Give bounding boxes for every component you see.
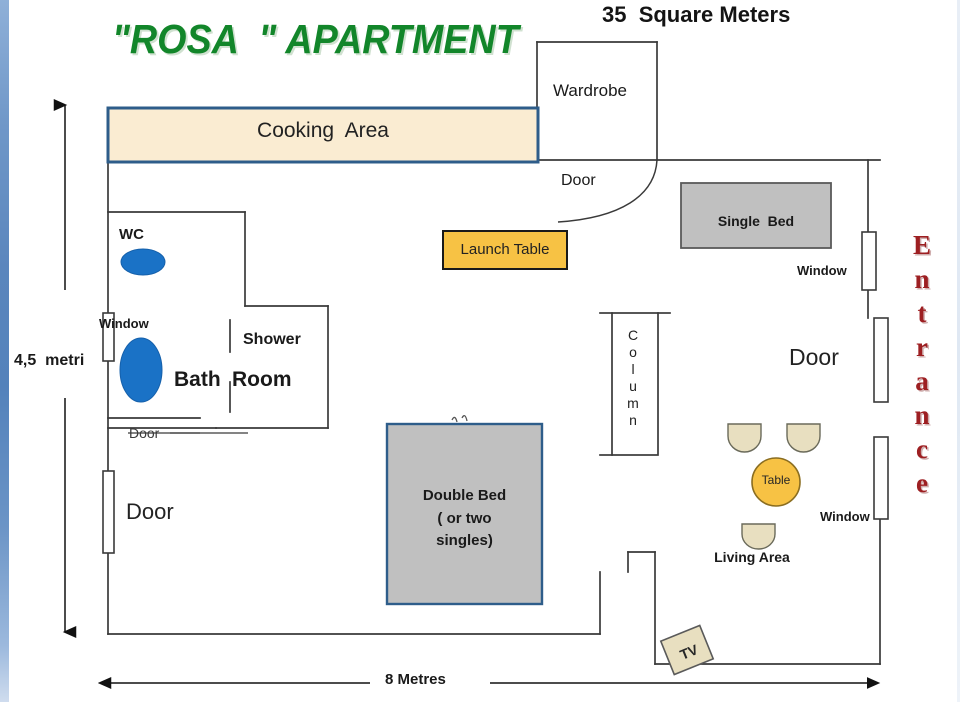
page-title: "ROSA " APARTMENT bbox=[112, 16, 519, 62]
living-table-circle bbox=[751, 457, 801, 507]
right-edge-strip bbox=[957, 0, 960, 702]
double-bed-box bbox=[385, 422, 544, 606]
wc-label: WC bbox=[119, 226, 144, 243]
door-opening-entrance bbox=[873, 317, 889, 403]
shower-label: Shower bbox=[243, 331, 301, 348]
chair-top-left bbox=[727, 423, 762, 453]
dimension-horizontal-label: 8 Metres bbox=[385, 671, 446, 688]
dimension-vertical-label: 4,5 metri bbox=[14, 352, 85, 369]
entrance-door-label: Door bbox=[789, 344, 839, 370]
chair-top-right bbox=[786, 423, 821, 453]
launch-table-label: Launch Table bbox=[460, 241, 550, 258]
window-bedroom-right bbox=[861, 231, 877, 291]
window-living-right bbox=[873, 436, 889, 520]
window-bathroom-label: Window bbox=[99, 316, 149, 331]
wardrobe-label: Wardrobe bbox=[553, 81, 628, 100]
wc-toilet-fixture bbox=[120, 248, 166, 276]
double-bed-pillow-marks bbox=[451, 414, 468, 423]
cooking-area-box bbox=[106, 106, 540, 164]
door-swing-arc bbox=[557, 159, 658, 223]
living-table-label: Table bbox=[761, 473, 791, 487]
single-bed-box bbox=[680, 182, 832, 249]
wardrobe-door-label: Door bbox=[561, 172, 596, 189]
column-box bbox=[611, 312, 659, 456]
door-opening-left bbox=[102, 470, 115, 554]
launch-table-box bbox=[442, 230, 568, 270]
window-bathroom bbox=[102, 312, 115, 362]
room-label: Room bbox=[232, 368, 292, 391]
bath-door-label: Door bbox=[129, 425, 160, 441]
window-living-label: Window bbox=[820, 509, 870, 524]
bath-label: Bath bbox=[174, 368, 221, 391]
left-accent-strip bbox=[0, 0, 9, 702]
main-door-left-label: Door bbox=[126, 499, 174, 524]
chair-bottom bbox=[741, 523, 776, 550]
area-note: 35 Square Meters bbox=[602, 2, 791, 27]
bathtub-fixture bbox=[119, 337, 163, 403]
single-bed-label: Single Bed bbox=[717, 213, 795, 229]
window-bedroom-label: Window bbox=[797, 263, 847, 278]
cooking-area-label: Cooking Area bbox=[257, 119, 389, 142]
living-area-label: Living Area bbox=[714, 549, 790, 565]
tv-box bbox=[659, 624, 715, 676]
